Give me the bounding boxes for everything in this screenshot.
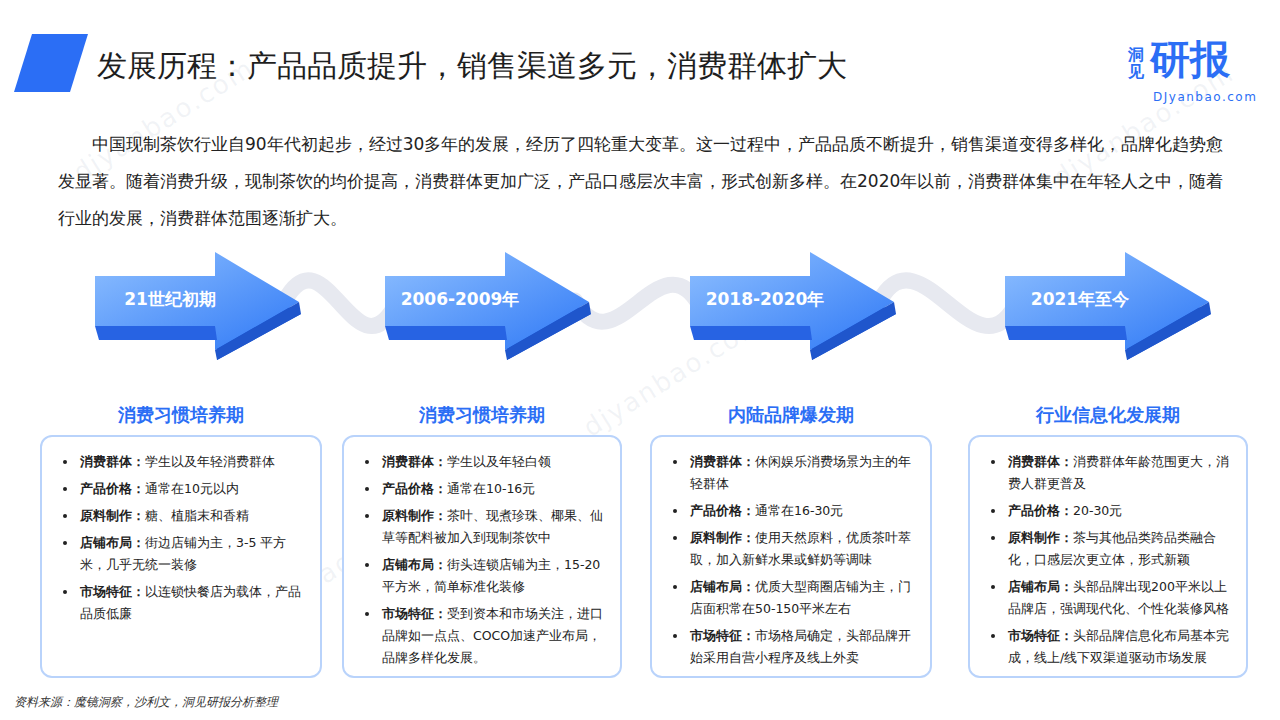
bullet-item: 市场特征：市场格局确定，头部品牌开始采用自营小程序及线上外卖 xyxy=(668,625,916,669)
bullet-item: 店铺布局：街边店铺为主，3-5 平方米，几乎无统一装修 xyxy=(58,532,306,576)
stage-card: 消费习惯培养期消费群体：学生以及年轻白领产品价格：通常在10-16元原料制作：茶… xyxy=(342,435,622,678)
flow-band xyxy=(575,285,700,322)
stage-card: 消费习惯培养期消费群体：学生以及年轻消费群体产品价格：通常在10元以内原料制作：… xyxy=(40,435,322,678)
period-label: 21世纪初期 xyxy=(95,274,245,324)
stage-heading: 行业信息化发展期 xyxy=(970,403,1246,427)
period-arrow: 2006-2009年 xyxy=(385,250,595,362)
bullet-item: 产品价格：20-30元 xyxy=(986,500,1232,522)
flow-band xyxy=(880,280,1015,326)
source-note: 资料来源：魔镜洞察，沙利文，洞见研报分析整理 xyxy=(14,694,278,711)
bullet-item: 店铺布局：优质大型商圈店铺为主，门店面积常在50-150平米左右 xyxy=(668,576,916,620)
bullet-item: 产品价格：通常在10-16元 xyxy=(360,478,606,500)
stage-heading: 消费习惯培养期 xyxy=(344,403,620,427)
bullet-item: 原料制作：糖、植脂末和香精 xyxy=(58,505,306,527)
period-arrow: 2018-2020年 xyxy=(690,250,900,362)
logo-text: 研报 xyxy=(1150,36,1230,82)
period-label: 2006-2009年 xyxy=(385,274,535,324)
period-label: 2021年至今 xyxy=(1005,274,1155,324)
bullet-item: 原料制作：茶与其他品类跨品类融合化，口感层次更立体，形式新颖 xyxy=(986,527,1232,571)
bullet-item: 市场特征：以连锁快餐店为载体，产品品质低廉 xyxy=(58,581,306,625)
stage-heading: 内陆品牌爆发期 xyxy=(652,403,930,427)
flow-band xyxy=(285,280,395,326)
bullet-item: 原料制作：茶叶、现煮珍珠、椰果、仙草等配料被加入到现制茶饮中 xyxy=(360,505,606,549)
bullet-item: 原料制作：使用天然原料，优质茶叶萃取，加入新鲜水果或鲜奶等调味 xyxy=(668,527,916,571)
bullet-item: 消费群体：学生以及年轻白领 xyxy=(360,451,606,473)
bullet-item: 市场特征：受到资本和市场关注，进口品牌如一点点、COCO加速产业布局，品牌多样化… xyxy=(360,603,606,669)
stage-card: 行业信息化发展期消费群体：消费群体年龄范围更大，消费人群更普及产品价格：20-3… xyxy=(968,435,1248,678)
bullet-item: 产品价格：通常在10元以内 xyxy=(58,478,306,500)
bullet-item: 消费群体：消费群体年龄范围更大，消费人群更普及 xyxy=(986,451,1232,495)
intro-text: 中国现制茶饮行业自90年代初起步，经过30多年的发展，经历了四轮重大变革。这一过… xyxy=(58,126,1228,237)
period-arrow: 2021年至今 xyxy=(1005,250,1215,362)
stage-heading: 消费习惯培养期 xyxy=(42,403,320,427)
bullet-item: 市场特征：头部品牌信息化布局基本完成，线上/线下双渠道驱动市场发展 xyxy=(986,625,1232,669)
period-arrow: 21世纪初期 xyxy=(95,250,305,362)
stage-card: 内陆品牌爆发期消费群体：休闲娱乐消费场景为主的年轻群体产品价格：通常在16-30… xyxy=(650,435,932,678)
logo-mark: 洞见 xyxy=(1128,46,1146,80)
bullet-item: 店铺布局：街头连锁店铺为主，15-20平方米，简单标准化装修 xyxy=(360,554,606,598)
logo-url: DJyanbao.com xyxy=(1153,90,1257,104)
bullet-item: 产品价格：通常在16-30元 xyxy=(668,500,916,522)
bullet-item: 店铺布局：头部品牌出现200平米以上品牌店，强调现代化、个性化装修风格 xyxy=(986,576,1232,620)
title-bar xyxy=(14,34,88,92)
page-title: 发展历程：产品品质提升，销售渠道多元，消费群体扩大 xyxy=(97,46,847,87)
period-label: 2018-2020年 xyxy=(690,274,840,324)
bullet-item: 消费群体：学生以及年轻消费群体 xyxy=(58,451,306,473)
bullet-item: 消费群体：休闲娱乐消费场景为主的年轻群体 xyxy=(668,451,916,495)
